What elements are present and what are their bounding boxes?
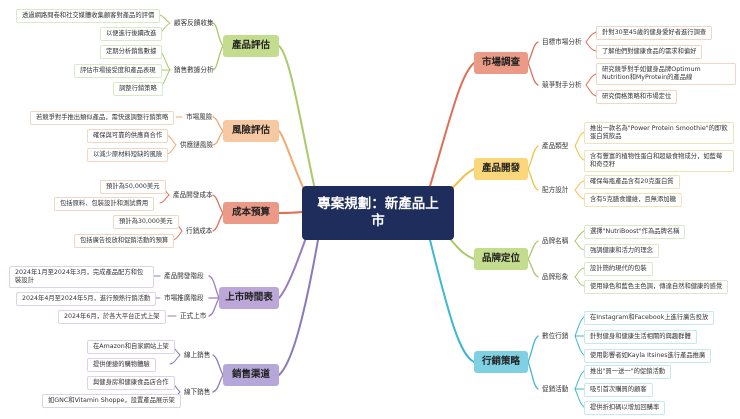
leaf-dev-phase[interactable]: 2024年1月至2024年3月，完成產品配方和包裝設計	[9, 266, 154, 288]
subtopic-offline-sales[interactable]: 線下銷售	[184, 388, 211, 396]
leaf-promo-phase[interactable]: 2024年4月至2024年5月，進行預熱行銷活動	[16, 292, 157, 306]
leaf-target-survey[interactable]: 針對30至45歲的健身愛好者進行調查	[596, 26, 713, 40]
topic-market-research[interactable]: 市場調查	[474, 52, 528, 74]
leaf-digital-influencer[interactable]: 使用影響者如Kayla Itsines進行產品推廣	[584, 349, 712, 363]
leaf-sales-acceptance[interactable]: 評估市場接受度和產品表現	[74, 64, 162, 78]
subtopic-supply-risk[interactable]: 供應鏈風險	[180, 141, 213, 149]
link-center-research	[429, 62, 475, 187]
subtopic-dev-phase[interactable]: 產品開發階段	[164, 272, 204, 280]
leaf-supply-partner[interactable]: 確保與可靠的供應商合作	[87, 129, 169, 143]
leaf-promo-first-buyers[interactable]: 吸引首次購買的顧客	[584, 383, 653, 397]
leaf-market-risk[interactable]: 若競爭對手推出類似產品，需快速調整行銷策略	[30, 111, 175, 125]
leaf-sales-regular[interactable]: 定期分析銷售數據	[100, 45, 163, 59]
leaf-product-ingredients[interactable]: 含有豐富的植物性蛋白和超級食物成分，如藍莓和奇亞籽	[584, 150, 734, 172]
subtopic-feedback-collection[interactable]: 顧客反饋收集	[174, 19, 214, 27]
leaf-supply-shortage[interactable]: 以減少原材料短缺的風險	[87, 148, 169, 162]
subtopic-online-sales[interactable]: 線上銷售	[184, 351, 211, 359]
subtopic-marketing-cost[interactable]: 行銷成本	[186, 227, 213, 235]
link-center-marketing	[429, 239, 475, 363]
leaf-dev-cost-amount[interactable]: 預計為50,000美元	[100, 180, 166, 194]
subtopic-promotions[interactable]: 促銷活動	[542, 385, 569, 393]
leaf-online-convenience[interactable]: 提供便捷的購物體驗	[87, 358, 156, 372]
leaf-promo-discount[interactable]: 提供折扣碼以增加回購率	[584, 401, 666, 415]
subtopic-target-market[interactable]: 目標市場分析	[542, 38, 582, 46]
leaf-formula-protein[interactable]: 確保每瓶產品含有20克蛋白質	[584, 175, 680, 189]
topic-sales-channels[interactable]: 銷售渠道	[223, 364, 279, 386]
leaf-feedback-improve[interactable]: 以便進行後續改進	[100, 27, 163, 41]
leaf-sales-adjust[interactable]: 調整行銷策略	[113, 82, 163, 96]
leaf-offline-gym[interactable]: 與健身房和健康食品店合作	[87, 376, 175, 390]
leaf-digital-ads[interactable]: 在Instagram和Facebook上進行廣告投放	[584, 311, 715, 325]
subtopic-sales-analysis[interactable]: 銷售數據分析	[174, 66, 214, 74]
leaf-competitor-brands[interactable]: 研究競爭對手如健身品牌Optimum Nutrition和MyProtein的產…	[596, 63, 736, 85]
leaf-formula-fiber[interactable]: 含有5克膳食纖維，且無添加糖	[584, 193, 682, 207]
topic-launch-timeline[interactable]: 上市時間表	[219, 287, 279, 309]
leaf-feedback-survey[interactable]: 透過網路問卷和社交媒體收集顧客對產品的評價	[16, 9, 161, 23]
subtopic-product-type[interactable]: 產品類型	[542, 142, 569, 150]
topic-risk-assessment[interactable]: 風險評估	[223, 120, 279, 142]
leaf-target-needs[interactable]: 了解他們對健康食品的需求和偏好	[596, 45, 703, 59]
central-topic[interactable]: 專案規劃：新產品上市	[302, 186, 454, 240]
leaf-official-launch[interactable]: 2024年6月，於各大平台正式上架	[58, 310, 166, 324]
topic-product-evaluation[interactable]: 產品評估	[223, 35, 279, 57]
topic-brand-positioning[interactable]: 品牌定位	[474, 248, 528, 270]
subtopic-digital-marketing[interactable]: 數位行銷	[542, 332, 569, 340]
subtopic-formula-design[interactable]: 配方設計	[542, 186, 569, 194]
leaf-mkt-cost-amount[interactable]: 預計為30,000美元	[113, 215, 179, 229]
leaf-competitor-pricing[interactable]: 研究價格策略和市場定位	[596, 90, 678, 104]
leaf-digital-targeting[interactable]: 針對健身和健康生活相關的興趣群體	[584, 330, 697, 344]
link-center-evaluation	[278, 45, 316, 191]
link-center-channels	[278, 239, 319, 376]
topic-product-development[interactable]: 產品開發	[474, 158, 528, 180]
leaf-product-smoothie[interactable]: 推出一款名為"Power Protein Smoothie"的即飲蛋白質飲品	[584, 122, 734, 144]
leaf-brand-colors[interactable]: 使用綠色和藍色主色調，傳達自然和健康的感覺	[584, 280, 729, 294]
leaf-brand-concept[interactable]: 強調健康和活力的理念	[584, 244, 659, 258]
subtopic-dev-cost[interactable]: 產品開發成本	[173, 191, 213, 199]
subtopic-brand-name[interactable]: 品牌名稱	[542, 237, 569, 245]
leaf-brand-nutriboost[interactable]: 選擇"NutriBoost"作為品牌名稱	[584, 225, 686, 239]
subtopic-competitor-analysis[interactable]: 競爭對手分析	[542, 81, 582, 89]
subtopic-official-launch[interactable]: 正式上市	[180, 312, 207, 320]
leaf-offline-gnc[interactable]: 如GNC和Vitamin Shoppe，設置產品展示架	[42, 394, 181, 408]
subtopic-promo-phase[interactable]: 市場推廣階段	[164, 294, 204, 302]
leaf-online-amazon[interactable]: 在Amazon和自家網站上架	[87, 340, 175, 354]
link-center-timeline	[278, 231, 309, 299]
topic-marketing-strategy[interactable]: 行銷策略	[474, 351, 528, 373]
leaf-mkt-cost-detail[interactable]: 包括廣告投放和促銷活動的預算	[74, 234, 175, 248]
subtopic-market-risk[interactable]: 市場風險	[186, 113, 213, 121]
link-center-budget	[278, 211, 303, 214]
subtopic-brand-image[interactable]: 品牌形象	[542, 273, 569, 281]
leaf-dev-cost-detail[interactable]: 包括原料、包裝設計和測試費用	[54, 197, 155, 211]
topic-cost-budget[interactable]: 成本預算	[223, 202, 279, 224]
leaf-promo-bogo[interactable]: 推出"買一送一"的促銷活動	[584, 365, 672, 379]
leaf-brand-packaging[interactable]: 設計簡約現代的包裝	[584, 262, 653, 276]
